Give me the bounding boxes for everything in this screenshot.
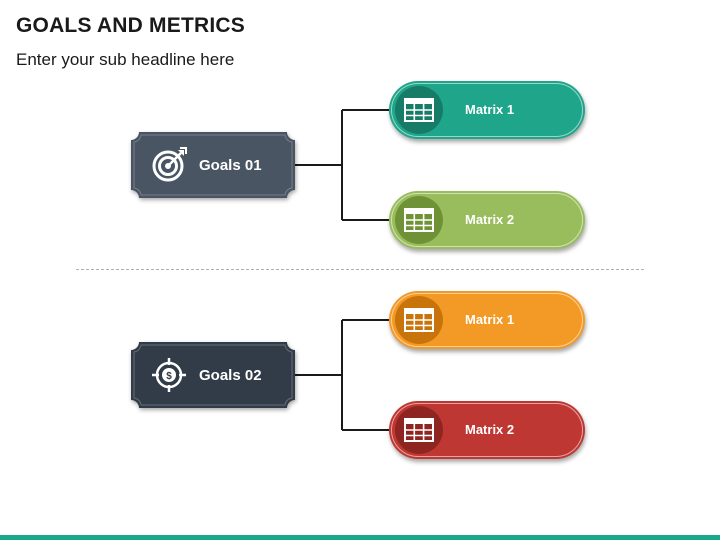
matrix-pill-g1-1: Matrix 1 [389, 81, 585, 139]
table-icon [404, 208, 434, 232]
matrix-label: Matrix 1 [465, 312, 515, 327]
matrix-pill-g1-2: Matrix 2 [389, 191, 585, 249]
matrix-label: Matrix 1 [465, 102, 515, 117]
dollar-target-icon: $ [152, 358, 186, 392]
table-icon [404, 418, 434, 442]
svg-text:$: $ [166, 371, 172, 382]
matrix-pill-g2-2: Matrix 2 [389, 401, 585, 459]
table-icon [404, 98, 434, 122]
footer-accent-bar [0, 535, 720, 540]
goal-label-01: Goals 01 [199, 156, 262, 174]
page-subtitle: Enter your sub headline here [16, 50, 235, 69]
target-arrow-icon [152, 147, 187, 182]
goal-label-02: Goals 02 [199, 366, 262, 384]
matrix-label: Matrix 2 [465, 212, 515, 227]
section-divider [76, 269, 644, 270]
goal-box-02: $ Goals 02 [131, 342, 295, 408]
goal-box-01: Goals 01 [131, 132, 295, 198]
matrix-pill-g2-1: Matrix 1 [389, 291, 585, 349]
page-title: GOALS AND METRICS [16, 14, 245, 37]
matrix-label: Matrix 2 [465, 422, 515, 437]
table-icon [404, 308, 434, 332]
